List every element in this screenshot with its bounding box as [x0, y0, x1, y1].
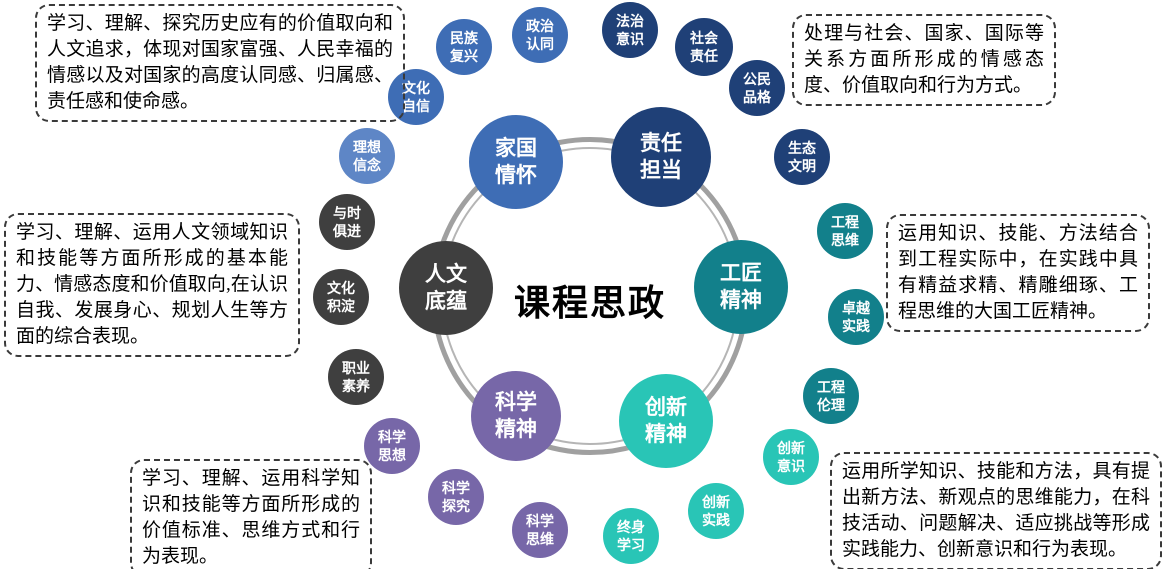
- center-title: 课程思政: [513, 282, 666, 323]
- node-responsibility: 责任 担当: [611, 107, 711, 207]
- sat-national-rejuvenation: 民族 复兴: [436, 19, 492, 75]
- node-patriotism: 家国 情怀: [469, 115, 563, 209]
- sat-scientific-thinking: 科学 思维: [512, 502, 568, 558]
- sat-ecological-civilization: 生态 文明: [774, 129, 830, 185]
- sat-rule-of-law: 法治 意识: [602, 2, 658, 58]
- sat-engineering-ethics: 工程 伦理: [803, 368, 859, 424]
- sat-social-responsibility: 社会 责任: [675, 18, 733, 76]
- callout-responsibility-description: 处理与社会、国家、国际等关系方面所形成的情感态度、价值取向和行为方式。: [792, 14, 1056, 106]
- callout-innovation-description: 运用所学知识、技能和方法，具有提出新方法、新观点的思维能力，在科技活动、问题解决…: [830, 452, 1162, 569]
- callout-patriotism-description: 学习、理解、探究历史应有的价值取向和人文追求，体现对国家富强、人民幸福的情感以及…: [35, 4, 405, 122]
- sat-scientific-inquiry: 科学 探究: [428, 469, 484, 525]
- sat-cultural-accumulation: 文化 积淀: [313, 269, 369, 325]
- sat-innovation-awareness: 创新 意识: [763, 429, 819, 485]
- sat-innovation-practice: 创新 实践: [688, 483, 744, 539]
- callout-science-description: 学习、理解、运用科学知识和技能等方面所形成的价值标准、思维方式和行为表现。: [130, 459, 372, 569]
- sat-engineering-thinking: 工程 思维: [817, 203, 873, 259]
- node-innovation: 创新 精神: [619, 374, 713, 468]
- node-science: 科学 精神: [471, 371, 561, 461]
- sat-lifelong-learning: 终身 学习: [603, 508, 659, 564]
- sat-excellence-practice: 卓越 实践: [828, 289, 884, 345]
- node-craftsmanship: 工匠 精神: [694, 240, 788, 334]
- sat-professional-quality: 职业 素养: [328, 349, 384, 405]
- callout-humanities-description: 学习、理解、运用人文领域知识和技能等方面所形成的基本能力、情感态度和价值取向,在…: [4, 213, 300, 357]
- sat-civic-character: 公民 品格: [729, 60, 785, 116]
- sat-keeping-pace: 与时 俱进: [319, 194, 375, 250]
- callout-craftsmanship-description: 运用知识、技能、方法结合到工程实际中，在实践中具有精益求精、精雕细琢、工程思维的…: [886, 214, 1150, 332]
- sat-scientific-thought: 科学 思想: [364, 418, 420, 474]
- sat-political-identity: 政治 认同: [512, 7, 568, 63]
- node-humanities: 人文 底蕴: [399, 241, 493, 335]
- sat-ideals-beliefs: 理想 信念: [339, 128, 395, 184]
